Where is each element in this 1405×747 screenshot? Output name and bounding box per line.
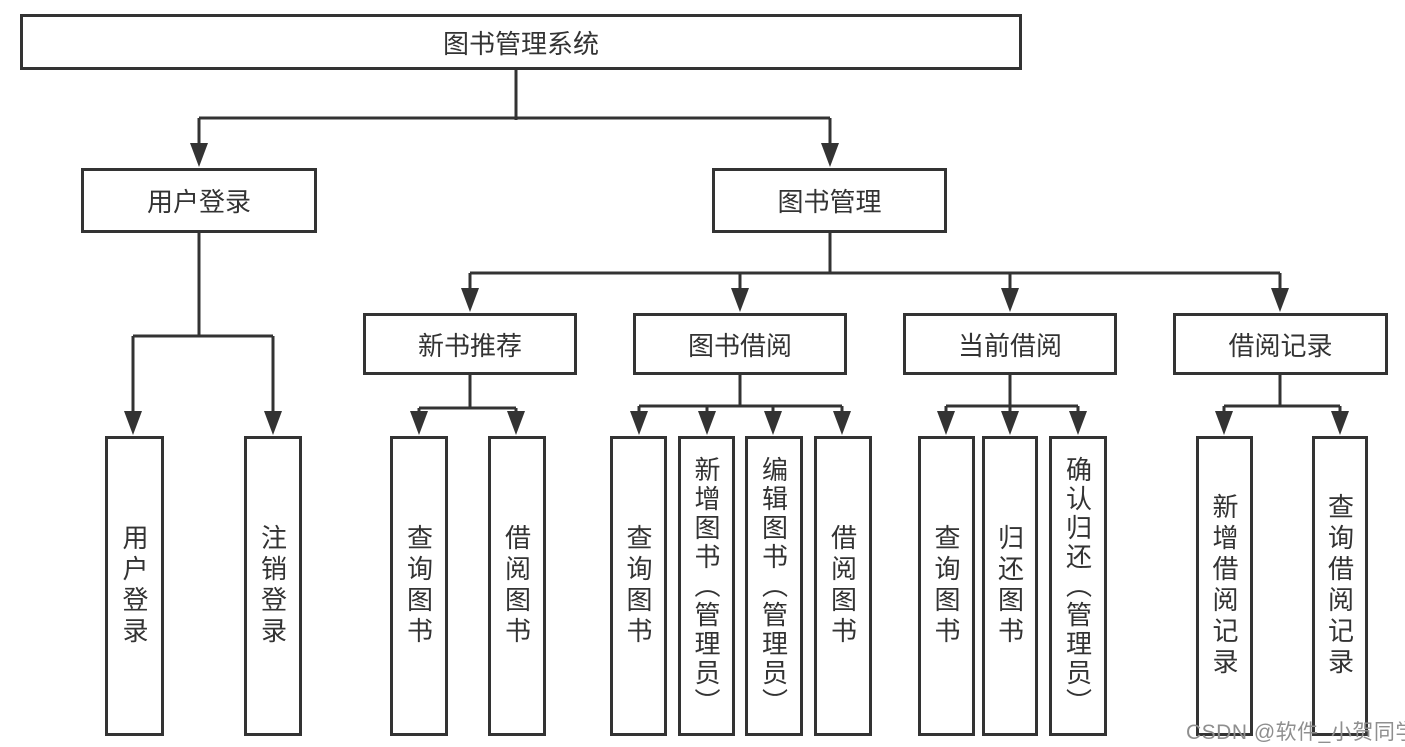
leaf-current-confirm-return-admin: 确认归还（管理员） — [1049, 436, 1107, 736]
node-book-management: 图书管理 — [712, 168, 947, 233]
csdn-watermark: CSDN @软件_小贺同学 — [1186, 721, 1405, 744]
node-new-book-recommend: 新书推荐 — [363, 313, 577, 375]
leaf-user-login: 用户登录 — [105, 436, 164, 736]
leaf-borrowing-add-books-admin: 新增图书（管理员） — [678, 436, 735, 736]
leaf-logout: 注销登录 — [244, 436, 302, 736]
leaf-borrowing-borrow-books: 借阅图书 — [814, 436, 872, 736]
node-current-borrowing: 当前借阅 — [903, 313, 1117, 375]
leaf-current-return-books: 归还图书 — [982, 436, 1038, 736]
leaf-newbook-query-books: 查询图书 — [390, 436, 448, 736]
node-root-system: 图书管理系统 — [20, 14, 1022, 70]
leaf-records-add-record: 新增借阅记录 — [1196, 436, 1253, 736]
node-book-borrowing: 图书借阅 — [633, 313, 847, 375]
leaf-records-query-record: 查询借阅记录 — [1312, 436, 1368, 736]
node-user-login: 用户登录 — [81, 168, 317, 233]
leaf-borrowing-edit-books-admin: 编辑图书（管理员） — [745, 436, 803, 736]
arrowheads — [124, 143, 1349, 435]
node-borrowing-records: 借阅记录 — [1173, 313, 1388, 375]
leaf-newbook-borrow-books: 借阅图书 — [488, 436, 546, 736]
leaf-borrowing-query-books: 查询图书 — [610, 436, 667, 736]
leaf-current-query-books: 查询图书 — [918, 436, 975, 736]
